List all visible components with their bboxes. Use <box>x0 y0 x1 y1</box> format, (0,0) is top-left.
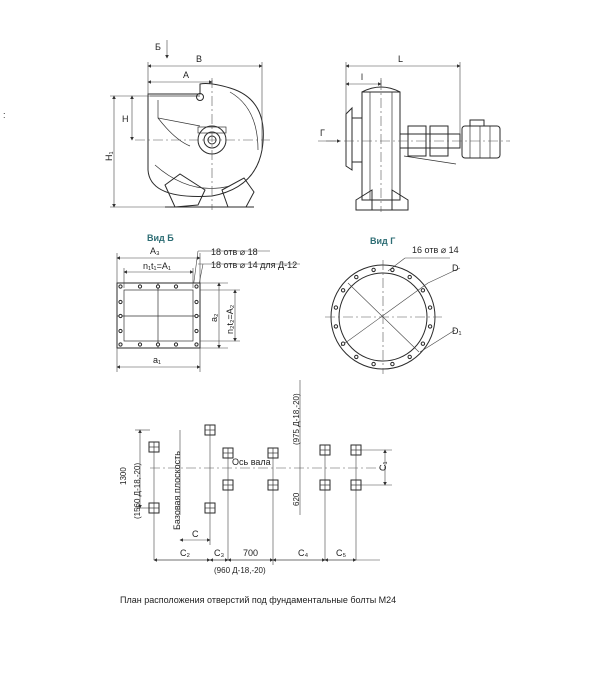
flange-hole <box>194 299 199 305</box>
dim-H1: H₁ <box>104 151 114 161</box>
dim-D: D <box>452 263 459 273</box>
dim-C2: C₂ <box>180 548 190 558</box>
fan-side-view: Г L l <box>318 54 510 212</box>
dim-C3: C₃ <box>214 548 224 558</box>
dim-L: L <box>398 54 403 64</box>
view-b-note1: 18 отв ⌀ 18 <box>211 247 258 257</box>
dim-a1: a₁ <box>153 355 161 365</box>
flange-hole <box>118 313 123 319</box>
flange-hole <box>194 313 199 319</box>
flange-hole <box>427 324 433 329</box>
flange-hole <box>118 328 123 334</box>
flange-hole <box>333 305 339 310</box>
flange-hole <box>340 341 346 346</box>
dim-H: H <box>122 114 129 124</box>
dim-C5: C₅ <box>336 548 346 558</box>
flange-hole <box>390 267 395 273</box>
flange-hole <box>155 342 161 347</box>
view-g-note: 16 отв ⌀ 14 <box>412 245 459 255</box>
flange-hole <box>194 284 199 289</box>
dim-B: B <box>196 54 202 64</box>
shaft-axis-label: Ось вала <box>232 457 271 467</box>
flange-hole <box>137 342 143 347</box>
flange-hole <box>371 267 376 273</box>
dim-700: 700 <box>243 548 258 558</box>
flange-hole <box>354 354 359 360</box>
view-b: Вид Б 18 отв ⌀ 18 18 отв ⌀ 14 для Д-12 A… <box>116 233 300 372</box>
flange-hole <box>118 299 123 305</box>
flange-hole <box>407 274 412 280</box>
flange-hole <box>118 284 123 289</box>
view-arrow-b: Б <box>155 42 161 52</box>
flange-hole <box>427 305 433 310</box>
flange-hole <box>407 354 412 360</box>
dim-n2t2: n₂t₂=A₂ <box>225 304 235 334</box>
dim-1560: (1560 Д-18,-20) <box>133 463 142 519</box>
flange-hole <box>354 274 359 280</box>
dim-1300: 1300 <box>119 467 128 485</box>
base-plane-label: Базовая плоскость <box>172 451 182 530</box>
margin-mark: : <box>3 110 6 120</box>
flange-hole <box>173 342 179 347</box>
foundation-plan: Ось вала Базовая плоскость 1300 (1560 Д-… <box>119 380 396 605</box>
fan-front-view: B A Б H H₁ <box>104 40 270 210</box>
view-b-holes <box>118 284 199 347</box>
view-b-note2: 18 отв ⌀ 14 для Д-12 <box>211 260 297 270</box>
dim-C: C <box>192 529 199 539</box>
flange-hole <box>173 284 179 289</box>
dim-n1t1: n₁t₁=A₁ <box>143 261 171 271</box>
flange-hole <box>137 284 143 289</box>
flange-hole <box>194 342 199 347</box>
dim-A3: A₃ <box>150 246 160 256</box>
dim-a2: a₂ <box>209 313 219 322</box>
flange-hole <box>118 342 123 347</box>
dim-960: (960 Д-18,-20) <box>214 566 266 575</box>
flange-hole <box>371 361 376 367</box>
flange-hole <box>340 288 346 293</box>
dim-l: l <box>361 72 363 82</box>
dim-C4: C₄ <box>298 548 308 558</box>
view-g: Вид Г 16 отв ⌀ 14 D D₁ <box>325 236 462 374</box>
dim-A: A <box>183 70 189 80</box>
view-b-title: Вид Б <box>147 233 174 243</box>
dim-C1: C₁ <box>378 461 388 471</box>
view-arrow-g: Г <box>320 128 325 138</box>
flange-hole <box>420 341 426 346</box>
flange-hole <box>333 324 339 329</box>
flange-hole <box>194 328 199 334</box>
dim-620: 620 <box>292 492 301 506</box>
plan-bolt-holes <box>148 424 362 514</box>
flange-hole <box>155 284 161 289</box>
view-g-holes <box>333 267 433 367</box>
view-g-title: Вид Г <box>370 236 395 246</box>
plan-caption: План расположения отверстий под фундамен… <box>120 595 396 605</box>
dim-D1: D₁ <box>452 326 462 336</box>
dim-975: (975 Д-18,-20) <box>292 393 301 445</box>
flange-hole <box>420 288 426 293</box>
flange-hole <box>390 361 395 367</box>
